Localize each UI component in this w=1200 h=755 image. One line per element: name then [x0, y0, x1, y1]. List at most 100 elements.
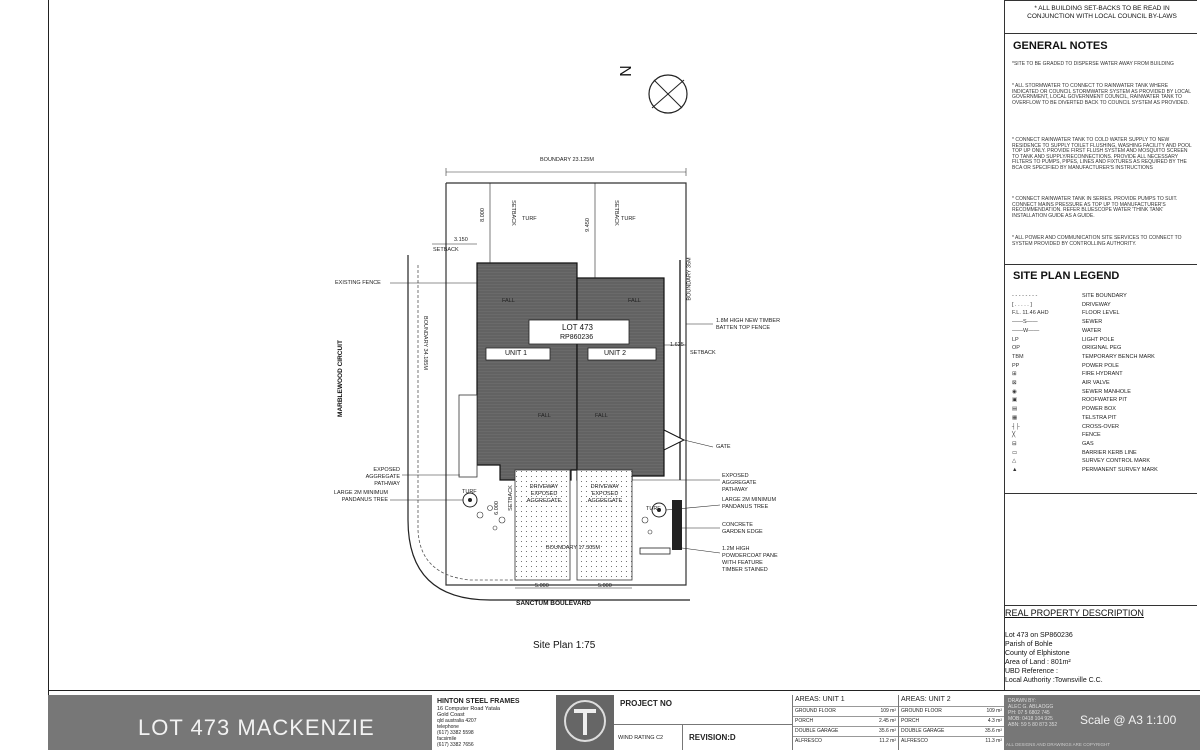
legend-row: ◉SEWER MANHOLE	[1012, 388, 1197, 396]
legend-label: ROOFWATER PIT	[1082, 397, 1128, 404]
legend-row: ——S——SEWER	[1012, 318, 1197, 326]
dim-8000: 8.000	[479, 208, 486, 222]
legend-row: ▦ TELSTRA PIT	[1012, 414, 1197, 422]
project-no-label: PROJECT NO	[620, 699, 673, 708]
unit1-label: UNIT 1	[505, 350, 528, 357]
company-line-5: (617) 3382 5598	[437, 730, 474, 736]
legend-row: ┤├CROSS-OVER	[1012, 423, 1197, 431]
callout-exposed-right: EXPOSED AGGREGATE PATHWAY	[722, 473, 757, 493]
fall-label-3: FALL	[538, 413, 551, 419]
site-boundary	[445, 182, 687, 586]
setback-label-4: SETBACK	[690, 350, 716, 356]
setback-label-1: SETBACK	[509, 200, 516, 226]
legend-symbol: ┤├	[1012, 423, 1020, 430]
drawn-by-abn: ABN: 59 5 80 873 352	[1008, 722, 1058, 728]
company-name: HINTON STEEL FRAMES	[437, 698, 520, 705]
callout-exposed-left: EXPOSED AGGREGATE PATHWAY	[365, 467, 400, 487]
property-line-6: Local Authority :Townsville C.C.	[1005, 677, 1103, 684]
legend-label: SEWER MANHOLE	[1082, 388, 1131, 395]
setback-label-5: SETBACK	[507, 485, 514, 511]
boundary-top-label: BOUNDARY 23.125M	[540, 157, 594, 163]
legend-symbol: PP	[1012, 362, 1020, 369]
legend-symbol: ▭	[1012, 449, 1018, 456]
callout-timber-fence: 1.8M HIGH NEW TIMBER BATTEN TOP FENCE	[716, 318, 781, 331]
area-value: 109 m²	[986, 708, 1002, 714]
turf-label-3: TURF	[462, 489, 477, 495]
legend-symbol: △	[1012, 458, 1017, 465]
legend-row: △ SURVEY CONTROL MARK	[1012, 457, 1197, 465]
area-value: 35.6 m²	[985, 728, 1002, 734]
legend-symbol: ▦	[1012, 414, 1018, 421]
driveway-unit2	[576, 469, 633, 581]
legend-label: FLOOR LEVEL	[1082, 310, 1120, 317]
legend-label: BARRIER KERB LINE	[1082, 449, 1137, 456]
rp-label: RP860236	[560, 334, 594, 341]
street-bottom-label: SANCTUM BOULEVARD	[516, 600, 591, 607]
legend-label: GAS	[1082, 440, 1094, 447]
drawn-by-mobile: MOB: 0418 104 925	[1008, 716, 1053, 722]
property-line-1: Lot 473 on SP860236	[1005, 632, 1073, 639]
legend-label: POWER POLE	[1082, 362, 1119, 369]
legend-label: FENCE	[1082, 432, 1101, 439]
driveway-label-2: DRIVEWAY EXPOSED AGGREGATE	[587, 484, 623, 504]
dim-5000-2: 5.000	[598, 583, 612, 589]
legend-label: AIR VALVE	[1082, 380, 1110, 386]
dim-1625: 1.625	[670, 342, 684, 348]
fall-label-2: FALL	[628, 298, 641, 304]
legend-symbol: - - - - - - - -	[1012, 293, 1038, 299]
wind-rating: WIND RATING C2	[618, 735, 664, 741]
company-line-4: telephone	[437, 724, 459, 730]
property-title: REAL PROPERTY DESCRIPTION	[1005, 608, 1144, 618]
street-left-label: MARBLEWOOD CIRCUIT	[336, 340, 344, 417]
areas-unit2-title: AREAS: UNIT 2	[901, 696, 951, 703]
plan-caption: Site Plan 1:75	[533, 640, 596, 651]
project-name: LOT 473 MACKENZIE	[138, 715, 375, 740]
notes-column: * ALL BUILDING SET-BACKS TO BE READ IN C…	[1004, 0, 1197, 690]
legend-row: ⊞FIRE HYDRANT	[1012, 370, 1197, 378]
callout-garden-edge: CONCRETE GARDEN EDGE	[722, 522, 763, 535]
legend-symbol: ╳	[1012, 432, 1016, 439]
legend-symbol: ⊟	[1012, 440, 1017, 447]
legend-label: TELSTRA PIT	[1082, 414, 1117, 421]
area-value: 4.3 m²	[987, 718, 1002, 724]
site-plan	[390, 74, 721, 601]
street-curb	[407, 255, 690, 601]
area-name: PORCH	[901, 718, 920, 724]
garden-edge	[672, 500, 682, 550]
unit2-building	[576, 277, 665, 481]
legend-symbol: [ . . . . . ]	[1012, 301, 1032, 308]
dim-3150: 3.150	[454, 237, 468, 243]
wind-cell: WIND RATING C2	[614, 725, 682, 750]
boundary-left-label: BOUNDARY 34.185M	[421, 316, 428, 370]
fall-label-4: FALL	[595, 413, 608, 419]
legend-row: [ . . . . . ]DRIVEWAY	[1012, 301, 1197, 309]
legend-label: ORIGINAL PEG	[1082, 345, 1122, 352]
area-name: GROUND FLOOR	[901, 708, 942, 714]
callout-powdercoat: 1.2M HIGH POWDERCOAT PANE WITH FEATURE T…	[722, 546, 778, 573]
legend-symbol: ——W——	[1012, 327, 1040, 334]
fall-label-1: FALL	[502, 298, 515, 304]
legend-label: LIGHT POLE	[1082, 336, 1115, 343]
revision-cell: REVISION:D	[683, 725, 792, 750]
pandanus-tree-left-icon	[462, 492, 478, 508]
setback-label-3: SETBACK	[433, 247, 459, 253]
frame-left	[48, 0, 49, 695]
company-logo-icon	[564, 700, 606, 742]
note-4: * CONNECT RAINWATER TANK IN SERIES. PROV…	[1012, 196, 1178, 219]
callout-existing-fence: EXISTING FENCE	[335, 280, 381, 286]
legend-row: - - - - - - - -SITE BOUNDARY	[1012, 292, 1197, 300]
drawn-by-phone: PH: 07 5 6802 745	[1008, 710, 1050, 716]
boundary-right-label: BOUNDARY 35M	[686, 257, 693, 301]
legend-symbol: TBM	[1012, 353, 1024, 360]
legend-label: SURVEY CONTROL MARK	[1082, 458, 1151, 465]
legend-row: ▭ BARRIER KERB LINE	[1012, 449, 1197, 457]
area-name: DOUBLE GARAGE	[795, 728, 839, 734]
driveway-label-1: DRIVEWAY EXPOSED AGGREGATE	[526, 484, 562, 504]
unit2-label: UNIT 2	[604, 350, 627, 357]
title-block: LOT 473 MACKENZIE HINTON STEEL FRAMES 16…	[48, 695, 1200, 750]
company-line-1: 16 Computer Road Yatala	[437, 706, 501, 712]
turf-label-2: TURF	[621, 216, 636, 222]
